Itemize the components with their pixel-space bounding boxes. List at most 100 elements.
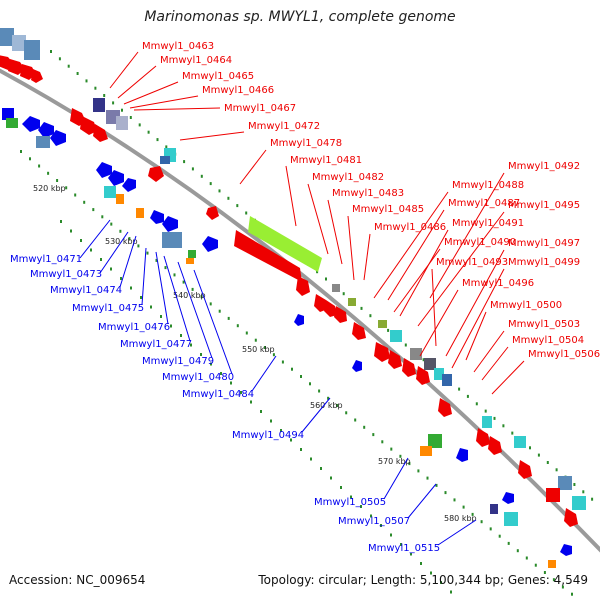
gene-box[interactable] <box>188 250 196 258</box>
gene-label[interactable]: Mmwyl1_0506 <box>491 349 600 395</box>
gene-label[interactable]: Mmwyl1_0477 <box>120 255 192 350</box>
forward-gene-arrow[interactable] <box>334 306 347 323</box>
forward-gene-arrow[interactable] <box>296 276 310 296</box>
gene-box[interactable] <box>428 434 442 448</box>
gene-label[interactable]: Mmwyl1_0464 <box>117 55 232 99</box>
gene-block-red[interactable] <box>234 230 302 282</box>
gene-label[interactable]: Mmwyl1_0492 <box>429 161 580 299</box>
gene-box[interactable] <box>410 348 422 360</box>
gene-box[interactable] <box>546 488 560 502</box>
gene-box[interactable] <box>186 258 194 264</box>
gene-label[interactable]: Mmwyl1_0486 <box>363 222 446 281</box>
gene-box[interactable] <box>482 416 492 428</box>
forward-gene-arrow[interactable] <box>93 124 108 142</box>
reverse-gene-arrow[interactable] <box>294 314 304 326</box>
forward-gene-arrow[interactable] <box>438 398 452 417</box>
forward-gene-arrow[interactable] <box>80 116 97 135</box>
reverse-gene-arrow[interactable] <box>502 492 514 504</box>
gene-box[interactable] <box>378 320 387 328</box>
gene-box[interactable] <box>0 28 14 46</box>
forward-gene-arrow[interactable] <box>416 366 430 385</box>
reverse-gene-arrow[interactable] <box>22 116 40 132</box>
gene-label[interactable]: Mmwyl1_0466 <box>129 85 274 109</box>
gene-label[interactable]: Mmwyl1_0496 <box>419 278 534 357</box>
gene-label[interactable]: Mmwyl1_0507 <box>338 483 437 527</box>
gene-label[interactable]: Mmwyl1_0490 <box>393 237 516 313</box>
gene-label[interactable]: Mmwyl1_0493 <box>431 257 508 347</box>
forward-gene-arrow[interactable] <box>518 460 532 479</box>
reverse-gene-arrow[interactable] <box>122 178 136 192</box>
gene-box[interactable] <box>490 504 498 514</box>
gene-box[interactable] <box>548 560 556 568</box>
forward-gene-arrow[interactable] <box>8 59 25 75</box>
gene-label[interactable]: Mmwyl1_0473 <box>30 231 129 280</box>
gene-box[interactable] <box>420 446 432 456</box>
gene-label[interactable]: Mmwyl1_0467 <box>133 103 296 114</box>
gene-label[interactable]: Mmwyl1_0482 <box>307 172 384 255</box>
gene-box[interactable] <box>348 298 356 306</box>
gene-label[interactable]: Mmwyl1_0505 <box>314 457 409 508</box>
gene-box[interactable] <box>332 284 340 292</box>
forward-gene-arrow[interactable] <box>148 166 164 182</box>
gene-label[interactable]: Mmwyl1_0488 <box>373 180 524 299</box>
gene-box[interactable] <box>24 40 40 60</box>
gene-box[interactable] <box>390 330 402 342</box>
forward-gene-arrow[interactable] <box>206 206 219 220</box>
gene-label[interactable]: Mmwyl1_0471 <box>10 219 111 265</box>
gene-label[interactable]: Mmwyl1_0474 <box>50 235 137 296</box>
forward-gene-arrow[interactable] <box>488 436 502 455</box>
gene-box[interactable] <box>504 512 518 526</box>
reverse-gene-arrow[interactable] <box>96 162 112 178</box>
forward-gene-arrow[interactable] <box>564 508 578 527</box>
gene-box[interactable] <box>116 116 128 130</box>
reverse-gene-arrow[interactable] <box>108 170 124 186</box>
forward-gene-arrow[interactable] <box>374 342 390 362</box>
forward-gene-arrow[interactable] <box>402 358 416 377</box>
gene-label[interactable]: Mmwyl1_0494 <box>232 397 331 441</box>
gene-box[interactable] <box>162 232 182 248</box>
gene-label[interactable]: Mmwyl1_0480 <box>162 269 234 383</box>
reverse-gene-arrow[interactable] <box>50 130 66 146</box>
gene-box[interactable] <box>572 496 586 510</box>
gene-label[interactable]: Mmwyl1_0483 <box>327 188 404 265</box>
gene-label[interactable]: Mmwyl1_0495 <box>417 200 580 327</box>
gene-label[interactable]: Mmwyl1_0499 <box>451 257 580 369</box>
gene-box[interactable] <box>160 156 170 164</box>
forward-gene-arrow[interactable] <box>314 294 328 312</box>
gene-label[interactable]: Mmwyl1_0472 <box>179 121 320 141</box>
gene-label[interactable]: Mmwyl1_0481 <box>285 155 362 227</box>
gene-box[interactable] <box>6 118 18 128</box>
reverse-gene-arrow[interactable] <box>162 216 178 232</box>
forward-gene-arrow[interactable] <box>476 428 490 447</box>
gene-label[interactable]: Mmwyl1_0479 <box>142 261 214 367</box>
gene-box[interactable] <box>36 136 50 148</box>
reverse-gene-arrow[interactable] <box>456 448 468 462</box>
gene-label[interactable]: Mmwyl1_0476 <box>98 251 170 333</box>
gene-label[interactable]: Mmwyl1_0485 <box>347 204 424 281</box>
gene-label[interactable]: Mmwyl1_0475 <box>72 247 147 314</box>
reverse-gene-arrow[interactable] <box>560 544 572 556</box>
gene-box[interactable] <box>434 368 444 380</box>
gene-label[interactable]: Mmwyl1_0478 <box>239 138 342 185</box>
gene-box[interactable] <box>2 108 14 120</box>
gene-box[interactable] <box>442 374 452 386</box>
gene-block-lime[interactable] <box>248 216 322 272</box>
forward-gene-arrow[interactable] <box>388 350 402 369</box>
reverse-gene-arrow[interactable] <box>150 210 164 224</box>
gene-box[interactable] <box>136 208 144 218</box>
gene-box[interactable] <box>93 98 105 112</box>
gene-label[interactable]: Mmwyl1_0497 <box>445 238 580 357</box>
forward-gene-arrow[interactable] <box>324 300 337 317</box>
gene-label[interactable]: Mmwyl1_0500 <box>465 300 562 361</box>
reverse-gene-arrow[interactable] <box>38 122 54 138</box>
gene-label[interactable]: Mmwyl1_0484 <box>182 355 277 400</box>
gene-box[interactable] <box>514 436 526 448</box>
gene-box[interactable] <box>558 476 572 490</box>
gene-box[interactable] <box>116 194 124 204</box>
gene-label[interactable]: Mmwyl1_0504 <box>481 335 584 381</box>
gene-label[interactable]: Mmwyl1_0487 <box>387 198 520 301</box>
gene-label[interactable]: Mmwyl1_0503 <box>473 319 580 373</box>
gene-label[interactable]: Mmwyl1_0491 <box>399 218 524 317</box>
gene-label[interactable]: Mmwyl1_0463 <box>109 41 214 89</box>
